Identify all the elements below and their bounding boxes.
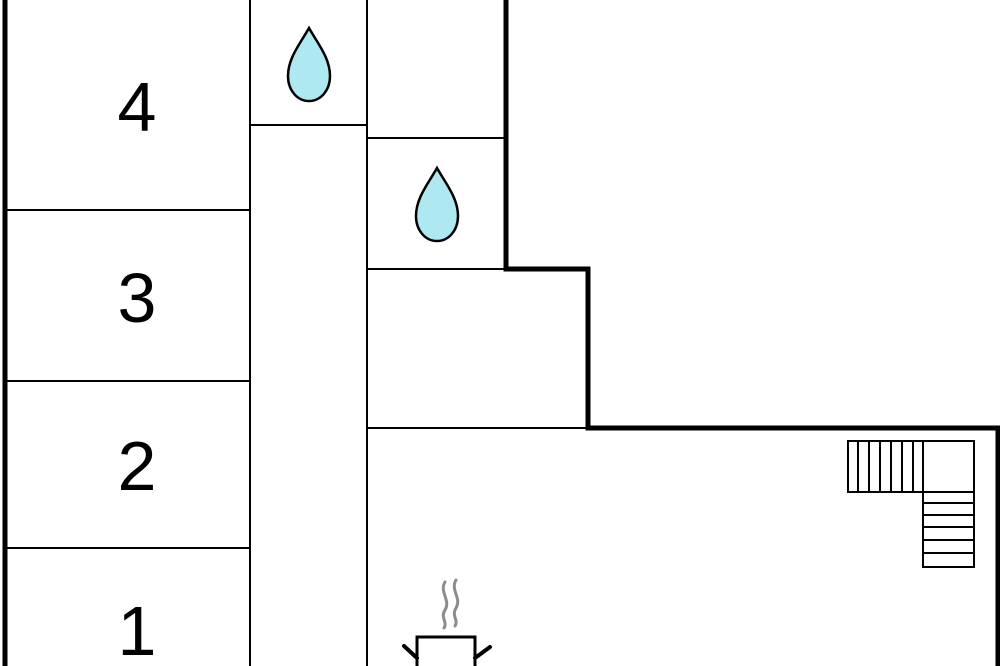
room-number-1: 1 bbox=[118, 592, 157, 666]
east-wall bbox=[503, 0, 1000, 666]
staircase-icon bbox=[847, 440, 975, 568]
room-number-4: 4 bbox=[118, 68, 157, 146]
interior-walls bbox=[5, 0, 588, 666]
water-drop-icon bbox=[286, 25, 332, 103]
room-number-2: 2 bbox=[118, 427, 157, 505]
cooking-pot-icon bbox=[402, 578, 492, 666]
room-number-3: 3 bbox=[118, 259, 157, 337]
water-drop-icon bbox=[414, 165, 460, 243]
